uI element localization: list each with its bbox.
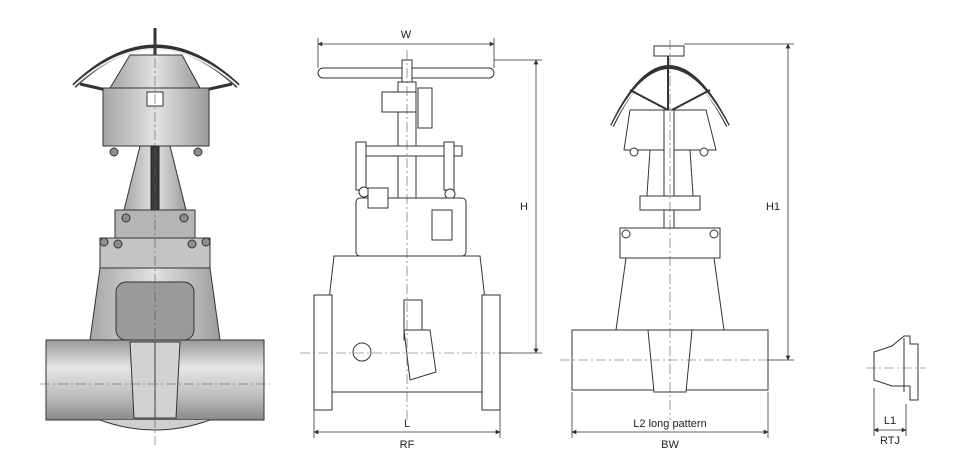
h-label: H bbox=[520, 201, 528, 213]
bw-label: BW bbox=[661, 439, 679, 451]
w-label: W bbox=[401, 29, 412, 41]
l2-long-pattern-label: L2 long pattern bbox=[633, 418, 706, 430]
h1-label: H1 bbox=[766, 201, 780, 213]
bw-long-pattern-valve-drawing bbox=[560, 40, 780, 420]
rf-flanged-valve-drawing bbox=[300, 50, 516, 420]
rtj-label: RTJ bbox=[880, 435, 900, 447]
rf-label: RF bbox=[400, 439, 415, 451]
cutaway-valve-illustration bbox=[40, 28, 270, 445]
l1-label: L1 bbox=[884, 415, 896, 427]
l-label: L bbox=[404, 418, 410, 430]
rtj-flange-detail-drawing bbox=[866, 335, 926, 401]
